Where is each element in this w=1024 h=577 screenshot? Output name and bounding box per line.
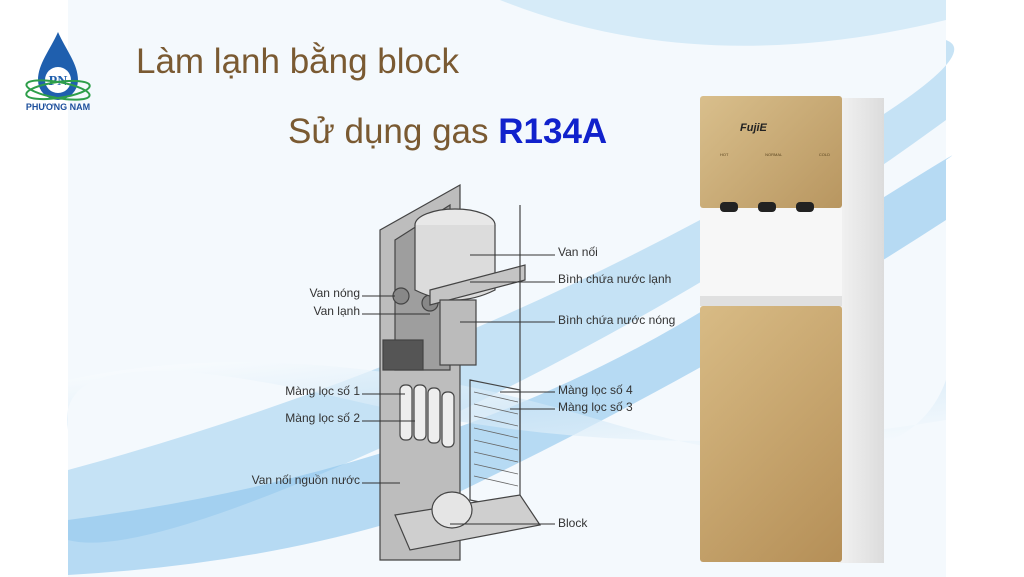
phuong-nam-logo: PN: [25, 32, 91, 101]
leader-lines: [362, 254, 555, 525]
slide-subtitle: Sử dụng gas R134A: [288, 112, 607, 152]
cold-tap[interactable]: [796, 202, 814, 212]
label-van-noi: Van nối: [558, 245, 598, 259]
logo-text: PHƯƠNG NAM: [25, 102, 91, 112]
subtitle-prefix: Sử dụng gas: [288, 112, 489, 151]
label-block: Block: [558, 516, 588, 530]
slide-title: Làm lạnh bằng block: [136, 42, 459, 81]
label-mang-loc-4: Màng lọc số 4: [558, 383, 633, 397]
gas-type: R134A: [498, 112, 608, 151]
normal-tap[interactable]: [758, 202, 776, 212]
dispenser-top-panel: FujiE HOT NORMAL COLD: [700, 96, 842, 208]
label-van-nong: Van nóng: [309, 286, 361, 300]
label-mang-loc-3: Màng lọc số 3: [558, 400, 633, 414]
dispenser-side: [838, 98, 884, 563]
label-mang-loc-1: Màng lọc số 1: [285, 384, 360, 398]
label-binh-chua-nuoc-lanh: Bình chứa nước lạnh: [558, 272, 672, 286]
normal-label: NORMAL: [765, 152, 783, 157]
label-binh-chua-nuoc-nong: Bình chứa nước nóng: [558, 313, 676, 327]
dispenser-cabinet-door[interactable]: [700, 306, 842, 562]
label-van-lanh: Van lạnh: [313, 304, 360, 318]
brand-logo: FujiE: [740, 122, 767, 134]
label-mang-loc-2: Màng lọc số 2: [285, 411, 360, 425]
hot-label: HOT: [720, 152, 729, 157]
water-dispenser-photo: FujiE HOT NORMAL COLD: [698, 90, 888, 570]
hot-tap[interactable]: [720, 202, 738, 212]
cold-label: COLD: [818, 152, 830, 157]
drip-tray: [700, 296, 842, 306]
dispenser-tap-area: [700, 208, 842, 303]
label-van-noi-nguon-nuoc: Van nối nguồn nước: [251, 473, 360, 487]
